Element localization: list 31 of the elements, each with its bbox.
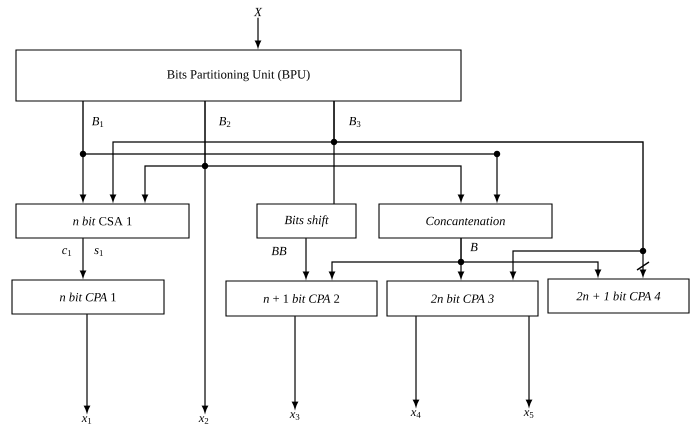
process-box: n bit CPA 1 [11, 279, 165, 315]
process-box: n bit CSA 1 [15, 203, 190, 239]
arrow [460, 238, 602, 277]
process-box: Bits shift [256, 203, 357, 239]
arrow [412, 316, 420, 407]
signal-label: c$_{1}$ [62, 248, 72, 256]
process-box: Concantenation [378, 203, 553, 239]
edge-label: B$_{2}$ [218, 117, 230, 127]
edge-label: B$_{1}$ [92, 117, 104, 127]
edge-label: B$_{3}$ [348, 116, 360, 128]
arrow [84, 314, 90, 413]
arrow [254, 18, 262, 48]
process-box: 2n + 1 bit CPA 4 [547, 278, 690, 314]
edge-label: BB [271, 246, 286, 256]
arrow [292, 316, 298, 409]
output-label: x$_{4}$ [410, 410, 421, 418]
output-label: x$_{1}$ [82, 416, 92, 424]
arrow [82, 102, 500, 202]
output-label: x$_{5}$ [524, 410, 534, 418]
arrow [202, 102, 208, 413]
arrow [526, 316, 532, 407]
input-label: X [254, 8, 262, 16]
signal-label: s$_{1}$ [94, 248, 103, 256]
process-box: n + 1 bit CPA 2 [225, 280, 378, 317]
edge-label: B [470, 242, 478, 252]
arrow [80, 238, 86, 278]
arrow [302, 238, 310, 279]
process-box: Bits Partitioning Unit (BPU) [15, 49, 462, 102]
output-label: x$_{3}$ [290, 412, 300, 420]
process-box: 2n bit CPA 3 [386, 280, 539, 317]
output-label: x$_{2}$ [198, 416, 208, 424]
